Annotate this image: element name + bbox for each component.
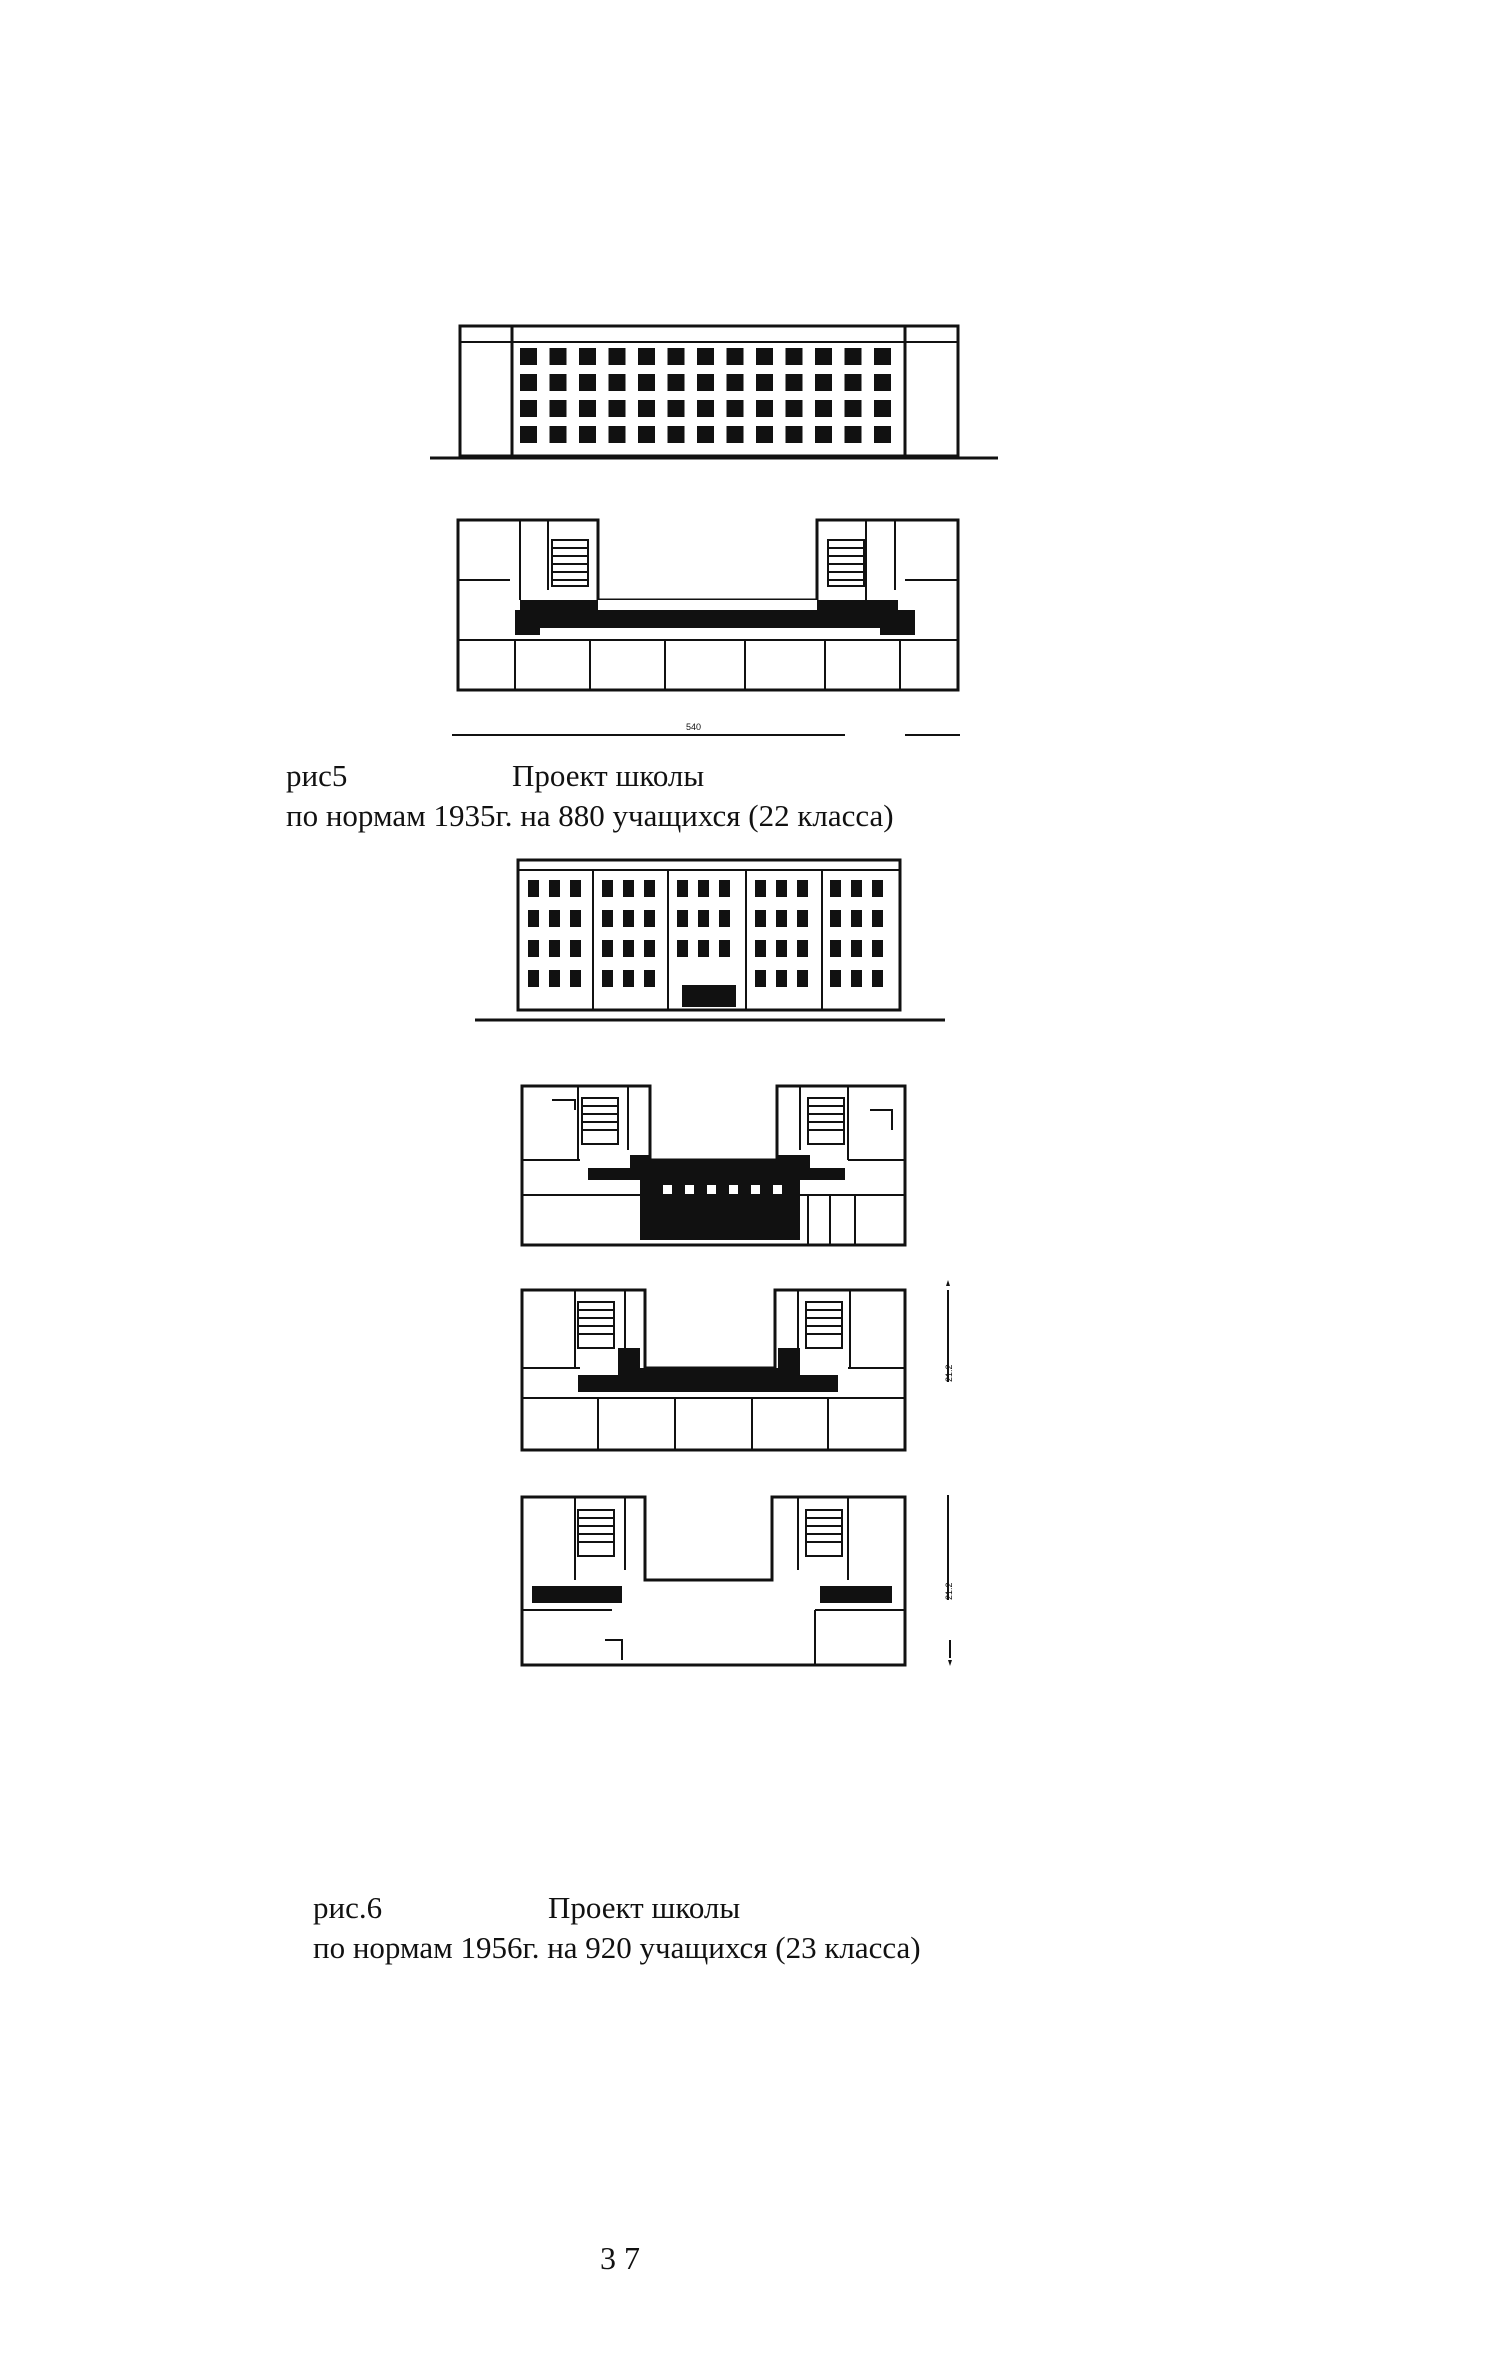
- fig5-label: рис5: [286, 758, 348, 793]
- fig5-title: Проект школы: [512, 758, 705, 793]
- fig6-facade: [475, 858, 945, 1022]
- fig6-label: рис.6: [313, 1890, 383, 1925]
- fig6-plan-b: [520, 1280, 950, 1452]
- fig5-facade: [430, 324, 998, 460]
- fig6-subtitle: по нормам 1956г. на 920 учащихся (23 кла…: [313, 1930, 921, 1965]
- fig6-plan-c: [520, 1495, 952, 1667]
- fig6-dimension-label-upper: 21.2: [944, 1364, 954, 1382]
- fig5-plan: [452, 518, 960, 736]
- fig6-title: Проект школы: [548, 1890, 741, 1925]
- fig6-plan-a: [520, 1084, 907, 1247]
- page-number: 37: [600, 2240, 648, 2276]
- fig5-subtitle: по нормам 1935г. на 880 учащихся (22 кла…: [286, 798, 894, 833]
- fig6-dimension-label-lower: 21.2: [944, 1582, 954, 1600]
- fig5-dimension-label: 540: [686, 722, 702, 732]
